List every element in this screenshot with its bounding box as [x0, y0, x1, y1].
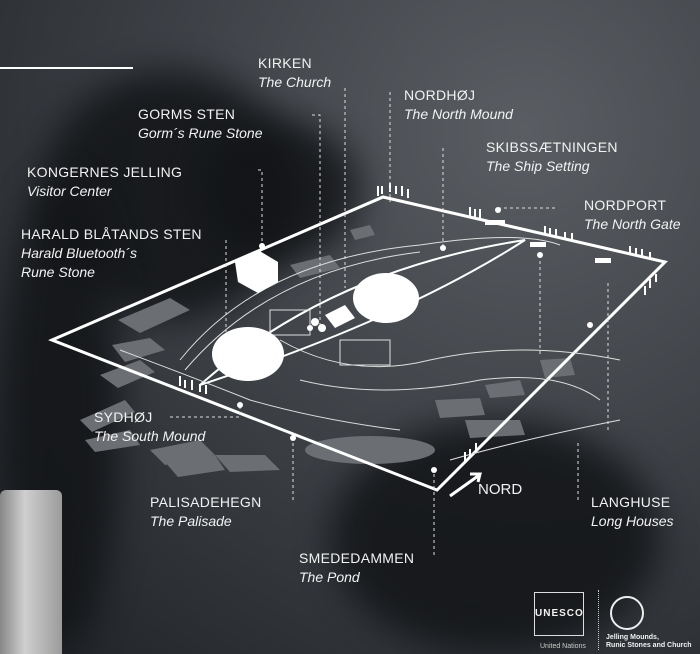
- label-subtitle: Rune Stone: [21, 264, 95, 280]
- label-south-mound: SYDHØJ The South Mound: [94, 408, 205, 446]
- label-ship-setting: SKIBSSÆTNINGEN The Ship Setting: [486, 138, 618, 176]
- label-title: SKIBSSÆTNINGEN: [486, 139, 618, 155]
- label-subtitle: Visitor Center: [27, 183, 112, 199]
- label-title: KONGERNES JELLING: [27, 164, 183, 180]
- label-subtitle: The North Gate: [584, 216, 681, 232]
- label-subtitle: The Ship Setting: [486, 158, 590, 174]
- label-gorms-stone: GORMS STEN Gorm´s Rune Stone: [138, 105, 263, 143]
- buildings: [80, 225, 575, 477]
- north-mound: [353, 273, 419, 323]
- cup-photo: [0, 490, 62, 654]
- unesco-logo: UNESCO: [534, 592, 584, 636]
- label-title: NORDPORT: [584, 197, 667, 213]
- roads: [119, 237, 621, 461]
- label-title: PALISADEHEGN: [150, 494, 262, 510]
- label-title: GORMS STEN: [138, 106, 236, 122]
- label-subtitle: The Pond: [299, 569, 360, 585]
- unesco-caption: United Nations: [540, 643, 586, 650]
- label-church: KIRKEN The Church: [258, 54, 331, 92]
- heritage-caption: Jelling Mounds,Runic Stones and Church: [606, 634, 692, 650]
- ship-setting: [199, 239, 526, 386]
- label-subtitle: The South Mound: [94, 428, 206, 444]
- label-subtitle: The Church: [258, 74, 332, 90]
- label-title: KIRKEN: [258, 55, 312, 71]
- visitor-center-building: [235, 250, 278, 293]
- divider: [598, 590, 599, 650]
- label-pond: SMEDEDAMMEN The Pond: [299, 549, 414, 587]
- label-long-houses: LANGHUSE Long Houses: [591, 493, 674, 531]
- pond: [305, 436, 435, 464]
- label-title: SMEDEDAMMEN: [299, 550, 415, 566]
- palisade-posts: [179, 183, 657, 462]
- label-title: SYDHØJ: [94, 409, 153, 425]
- rune-stones: [307, 318, 326, 332]
- label-subtitle: The Palisade: [150, 513, 232, 529]
- palisade-outline: [48, 195, 668, 492]
- heritage-caption-line: Runic Stones and Church: [606, 642, 692, 649]
- leader-lines: [170, 88, 609, 555]
- leader-dots: [237, 207, 593, 473]
- reflection-shadow: [200, 120, 360, 260]
- label-title: HARALD BLÅTANDS STEN: [21, 226, 202, 242]
- gates: [485, 220, 611, 263]
- label-subtitle: Long Houses: [591, 513, 674, 529]
- compass-label: NORD: [478, 481, 523, 498]
- footer-logos: UNESCO United Nations Jelling Mounds,Run…: [528, 588, 700, 654]
- north-arrow-icon: [449, 472, 482, 498]
- south-mound: [212, 327, 284, 381]
- church-building: [325, 305, 355, 328]
- label-title: NORDHØJ: [404, 87, 476, 103]
- heritage-caption-line: Jelling Mounds,: [606, 634, 659, 641]
- label-subtitle: The North Mound: [404, 106, 513, 122]
- label-north-gate: NORDPORT The North Gate: [584, 196, 681, 234]
- label-subtitle: Harald Bluetooth´s: [21, 245, 137, 261]
- label-subtitle: Gorm´s Rune Stone: [138, 125, 263, 141]
- label-palisade: PALISADEHEGN The Palisade: [150, 493, 262, 531]
- label-title: LANGHUSE: [591, 494, 671, 510]
- label-visitor-center: KONGERNES JELLING Visitor Center: [27, 163, 182, 201]
- label-north-mound: NORDHØJ The North Mound: [404, 86, 513, 124]
- world-heritage-emblem-icon: [610, 596, 644, 630]
